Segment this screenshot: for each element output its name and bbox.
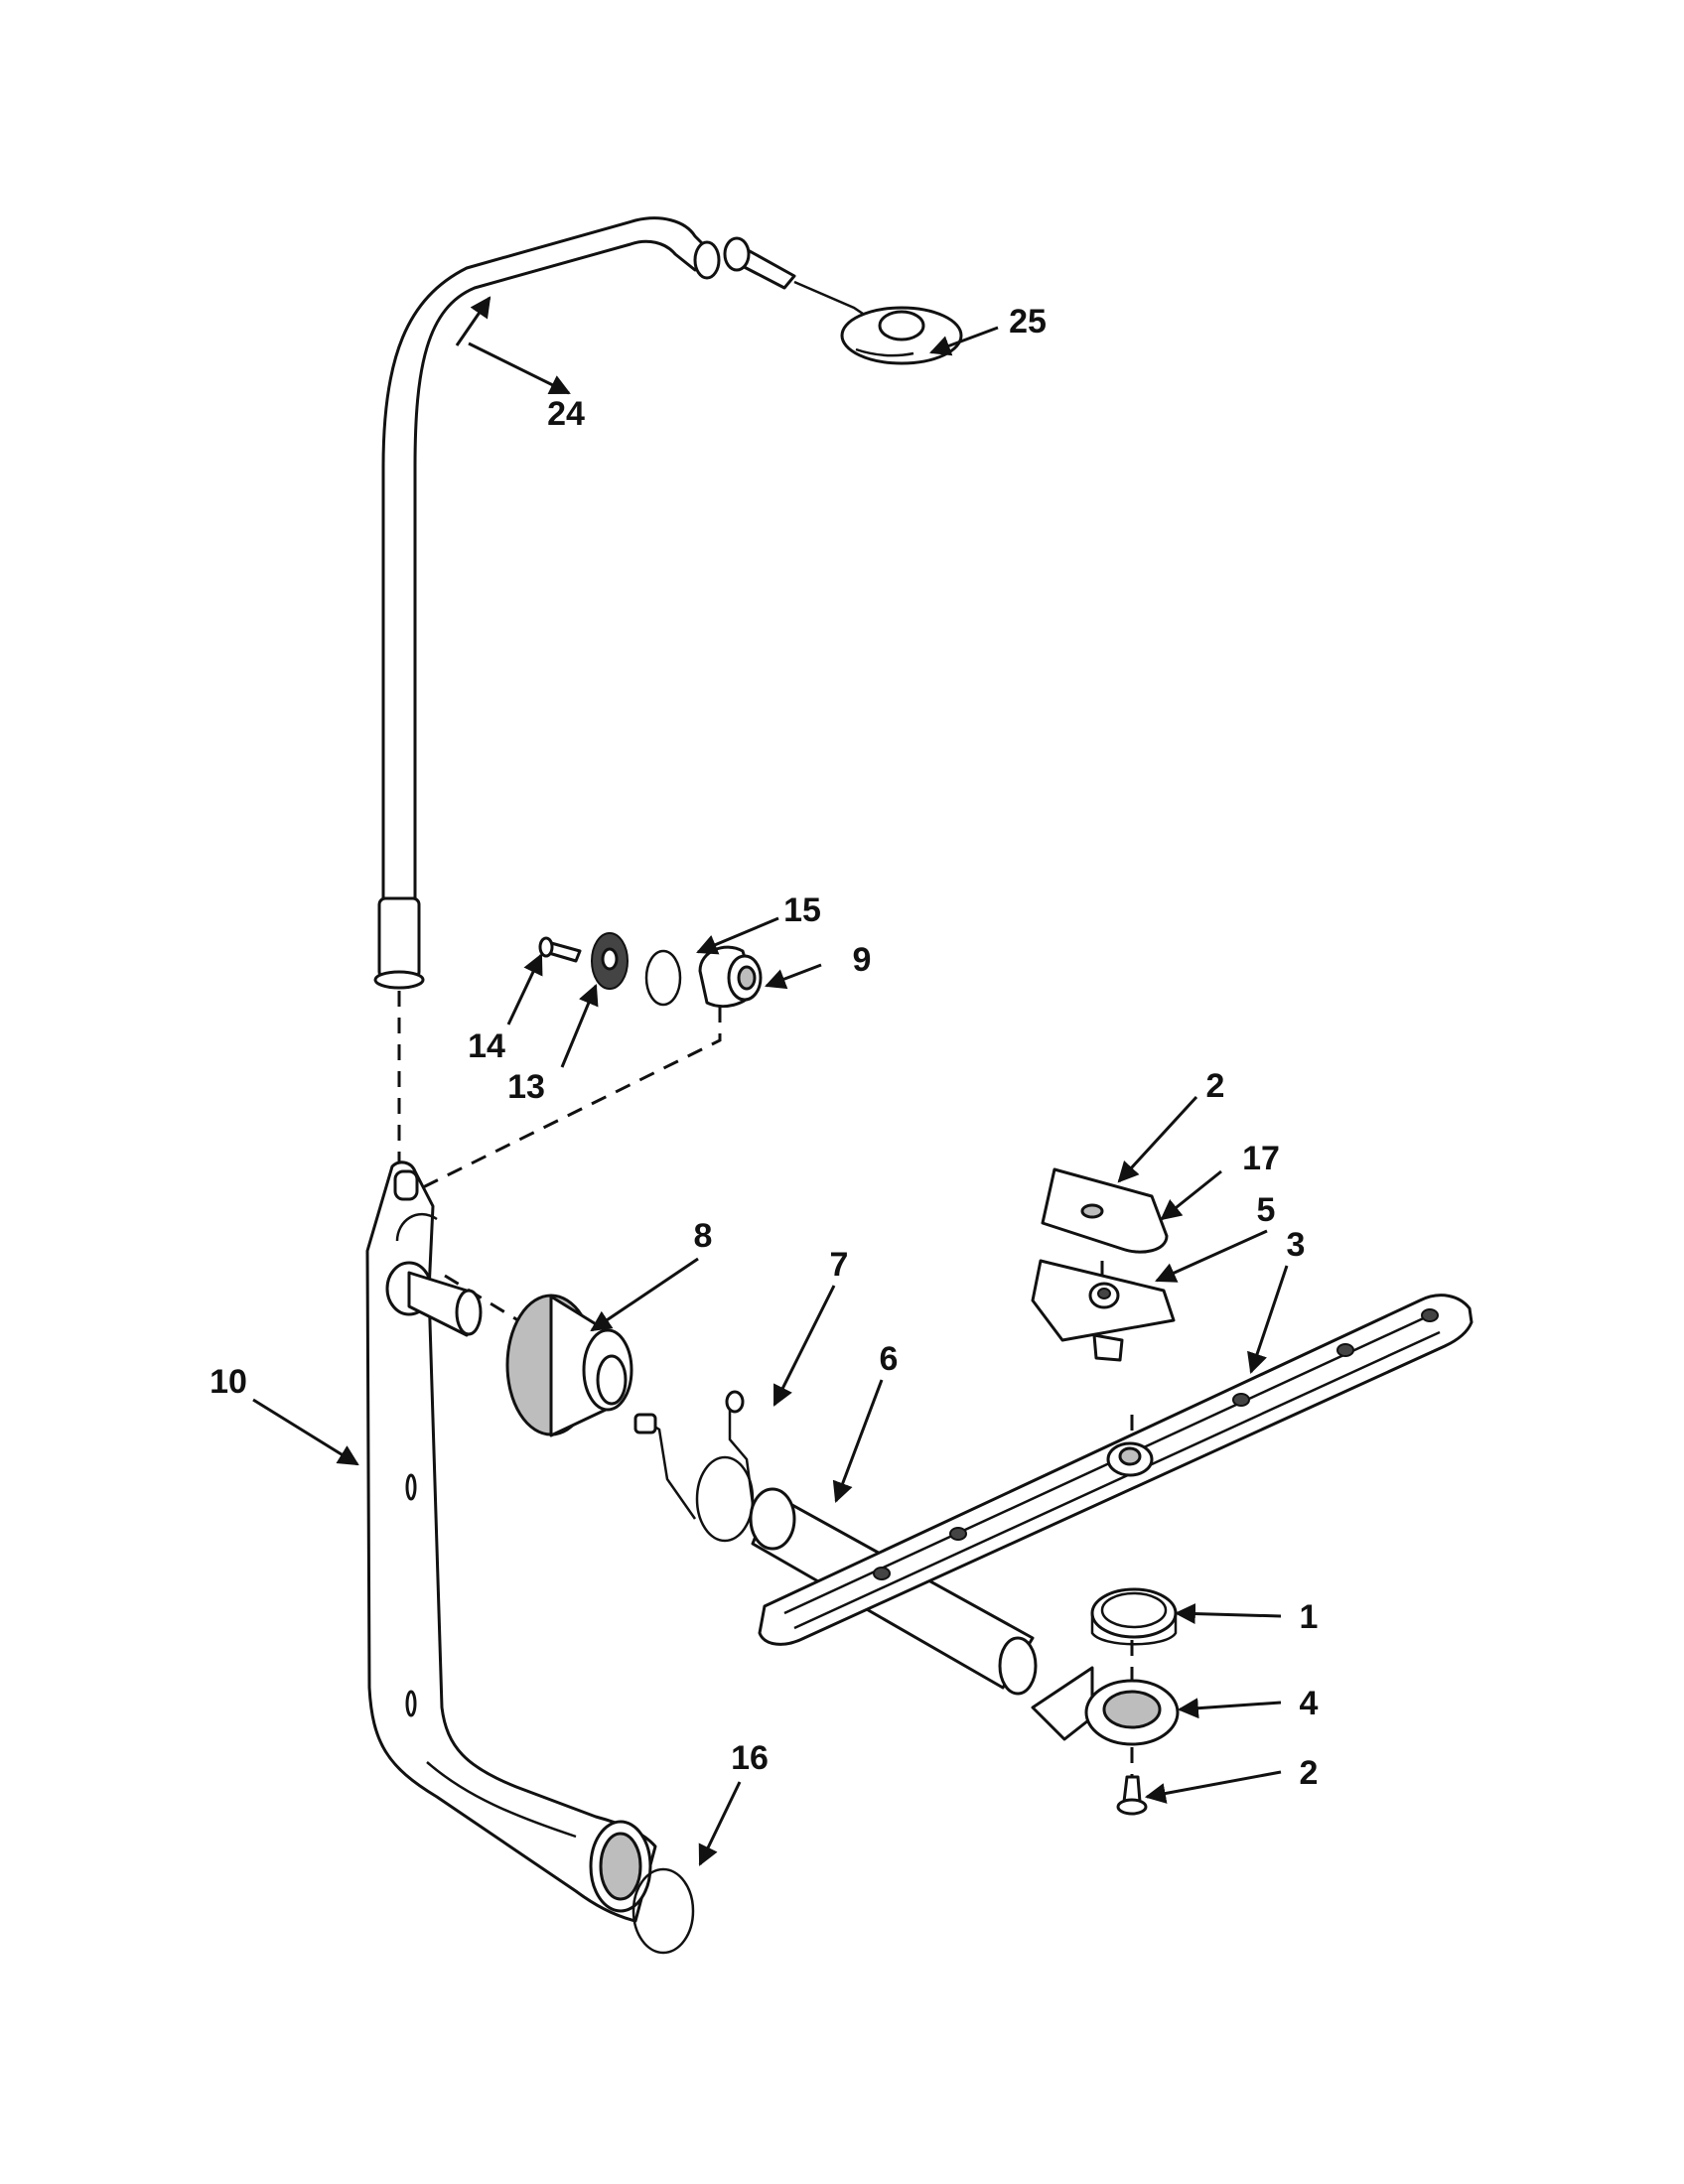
part-9-cap xyxy=(698,945,763,1008)
callout-3: 3 xyxy=(1287,1226,1306,1264)
callout-8: 8 xyxy=(694,1217,713,1255)
callout-10: 10 xyxy=(210,1363,247,1401)
callout-15: 15 xyxy=(783,891,821,929)
part-24-supply-tube xyxy=(373,216,721,990)
callout-4: 4 xyxy=(1300,1685,1319,1722)
callout-6: 6 xyxy=(880,1340,899,1378)
part-4-hub xyxy=(1031,1666,1180,1746)
callout-labels: 24 25 15 9 14 13 2 17 5 3 8 7 6 10 1 4 2… xyxy=(210,303,1318,1792)
part-10-manifold xyxy=(365,1160,657,1923)
part-2-screw-bottom xyxy=(1116,1775,1148,1816)
callout-2-top: 2 xyxy=(1206,1067,1225,1105)
callout-13: 13 xyxy=(507,1068,545,1106)
leader-lines xyxy=(252,296,1289,1866)
part-3-spray-arm xyxy=(758,1294,1474,1646)
part-17-bracket xyxy=(1041,1167,1169,1254)
callout-16: 16 xyxy=(731,1739,769,1777)
part-7-clip xyxy=(633,1390,755,1543)
callout-2-bottom: 2 xyxy=(1300,1754,1319,1792)
part-5-support xyxy=(1031,1259,1176,1362)
callout-7: 7 xyxy=(830,1246,849,1284)
callout-14: 14 xyxy=(468,1027,505,1065)
part-1-ring xyxy=(1090,1587,1178,1646)
part-15-o-ring xyxy=(644,949,682,1007)
part-16-seal-ring xyxy=(632,1867,695,1955)
callout-25: 25 xyxy=(1009,303,1047,341)
callout-5: 5 xyxy=(1257,1191,1276,1229)
callout-1: 1 xyxy=(1300,1598,1319,1636)
part-13-washer xyxy=(591,932,629,990)
callout-24: 24 xyxy=(547,395,585,433)
part-25-spray-nozzle xyxy=(723,236,963,365)
part-14-screw xyxy=(538,936,582,963)
callout-9: 9 xyxy=(853,941,872,979)
callout-17: 17 xyxy=(1242,1140,1280,1177)
